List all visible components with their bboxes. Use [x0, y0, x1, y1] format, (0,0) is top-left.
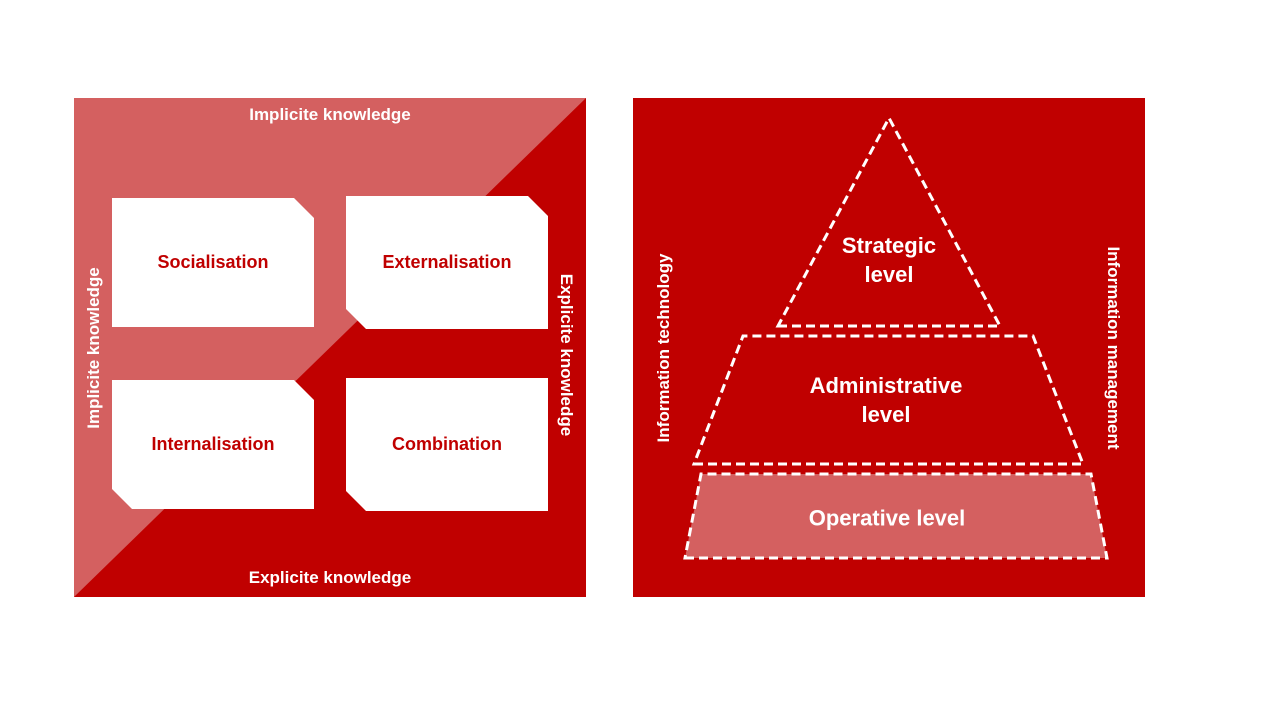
internalisation-label: Internalisation	[151, 434, 275, 454]
right-axis-label: Explicite knowledge	[557, 273, 576, 437]
seci-model-panel: Implicite knowledge Explicite knowledge …	[74, 98, 586, 597]
combination-label: Combination	[392, 434, 502, 454]
externalisation-label: Externalisation	[382, 252, 512, 272]
socialisation-card: Socialisation	[112, 198, 314, 327]
seci-background	[74, 98, 586, 597]
bottom-axis-label: Explicite knowledge	[248, 568, 412, 587]
information-technology-label: Information technology	[654, 253, 673, 443]
internalisation-card: Internalisation	[112, 380, 314, 509]
combination-card: Combination	[346, 378, 548, 511]
externalisation-card: Externalisation	[346, 196, 548, 329]
administrative-level-label: Administrative level	[809, 373, 963, 427]
operative-level-label: Operative level	[808, 505, 966, 531]
management-pyramid-panel: Strategic level Administrative level Ope…	[633, 98, 1145, 597]
strategic-level-label: Strategic level	[841, 233, 937, 287]
top-axis-label: Implicite knowledge	[249, 105, 411, 124]
left-axis-label: Implicite knowledge	[84, 267, 103, 429]
pyramid-diagram	[683, 114, 1109, 560]
socialisation-label: Socialisation	[157, 252, 269, 272]
administrative-level-shape	[691, 334, 1086, 466]
information-management-label: Information management	[1104, 246, 1123, 450]
strategic-level-shape	[775, 114, 1003, 328]
operative-level-shape	[683, 472, 1109, 560]
